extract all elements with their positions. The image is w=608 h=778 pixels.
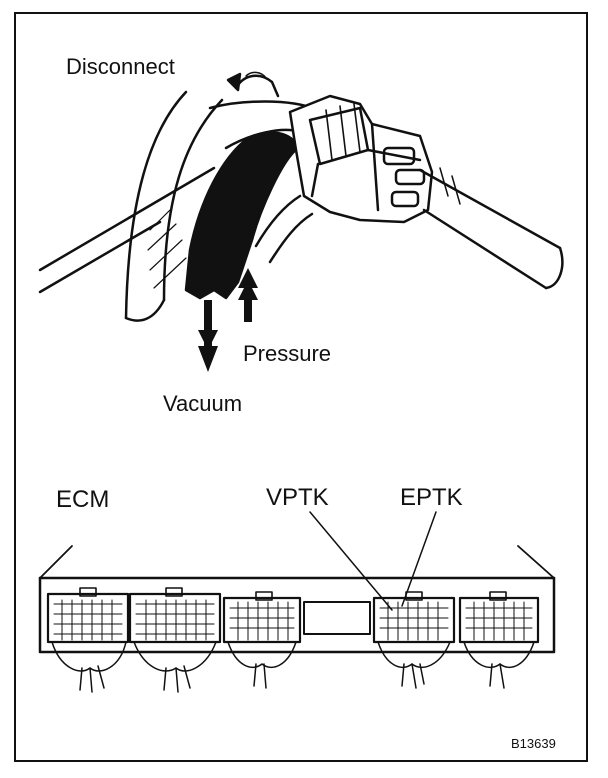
ecm-connector-4 <box>372 591 456 644</box>
pressure-arrows <box>238 268 258 322</box>
wire-harnesses <box>51 641 535 693</box>
eptk-label: EPTK <box>400 484 463 511</box>
figure-code: B13639 <box>511 736 556 751</box>
connector-body <box>288 94 434 224</box>
ecm-connector-3 <box>222 591 302 644</box>
hose-assembly <box>38 71 564 322</box>
ecm-label: ECM <box>56 486 110 513</box>
ecm-unit <box>38 545 556 654</box>
ecm-connector-1 <box>46 587 130 644</box>
eptk-leader <box>401 511 437 607</box>
vacuum-label: Vacuum <box>163 391 243 416</box>
disconnect-arrow <box>234 74 280 98</box>
ecm-connector-5 <box>458 591 540 644</box>
ecm-connector-2 <box>128 587 222 644</box>
vptk-label: VPTK <box>266 484 329 511</box>
ecm-connectors <box>46 587 540 644</box>
disconnect-label: Disconnect <box>66 54 175 79</box>
vptk-leader <box>309 511 393 611</box>
black-hose <box>184 131 300 300</box>
pressure-label: Pressure <box>243 341 332 366</box>
leader-lines <box>309 511 437 611</box>
vacuum-arrows <box>198 300 218 372</box>
